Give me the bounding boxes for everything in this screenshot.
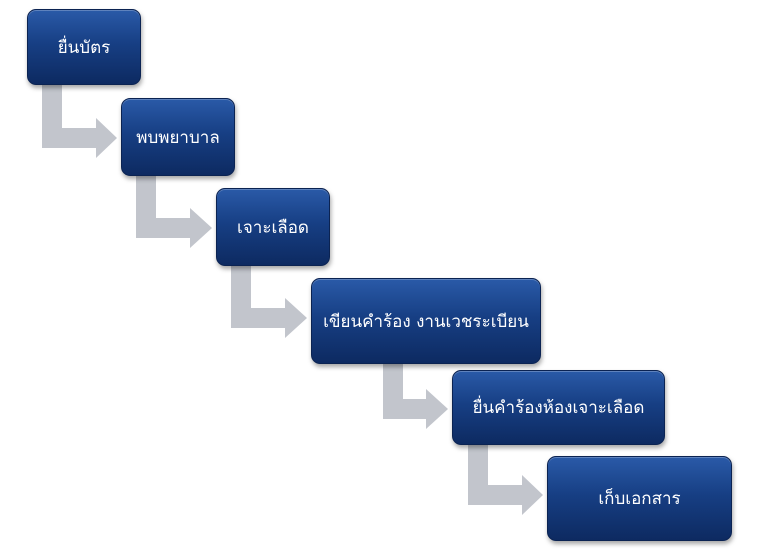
step-2-label: พบพยาบาล xyxy=(136,127,220,148)
step-6-label: เก็บเอกสาร xyxy=(598,489,681,509)
step-1-box: ยื่นบัตร xyxy=(27,9,141,85)
step-5-box: ยื่นคำร้องห้องเจาะเลือด xyxy=(452,370,665,445)
arrow-2-to-3 xyxy=(136,176,212,248)
arrow-5-to-6 xyxy=(468,445,543,515)
step-1-label: ยื่นบัตร xyxy=(57,37,111,58)
step-4-label: เขียนคำร้อง งานเวชระเบียน xyxy=(323,311,529,332)
arrow-1-to-2 xyxy=(42,85,117,158)
step-5-label: ยื่นคำร้องห้องเจาะเลือด xyxy=(472,398,645,418)
step-6-box: เก็บเอกสาร xyxy=(547,456,732,541)
arrow-3-to-4 xyxy=(231,266,307,338)
step-4-box: เขียนคำร้อง งานเวชระเบียน xyxy=(311,278,541,364)
step-2-box: พบพยาบาล xyxy=(121,98,235,176)
step-3-box: เจาะเลือด xyxy=(216,188,330,266)
arrow-4-to-5 xyxy=(383,364,448,429)
step-3-label: เจาะเลือด xyxy=(237,217,309,238)
